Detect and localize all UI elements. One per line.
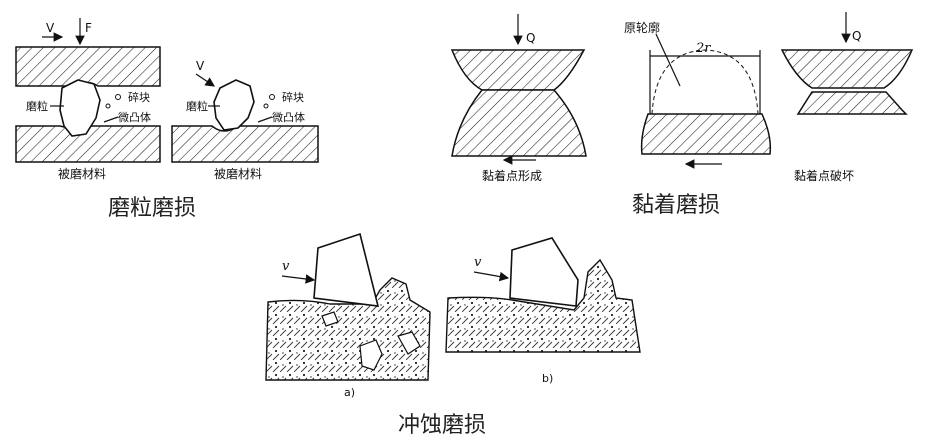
abrasive-step-2: V 磨粒 碎块 微凸体: [171, 59, 319, 163]
sheared-asperity: [640, 113, 772, 155]
abrasive-step-1: V F 磨粒 碎块 微凸体: [15, 18, 161, 163]
abrasive-wear-panel: V F 磨粒 碎块 微凸体 V 磨粒 碎块 微凸体 被磨材料 被磨材料 磨粒磨损: [15, 18, 319, 221]
upper-asperity: [780, 49, 914, 89]
label-f: F: [85, 21, 92, 35]
erosion-case-b: v b): [445, 237, 641, 385]
label-q: Q: [526, 31, 535, 45]
label-q: Q: [852, 29, 861, 43]
erosion-case-a: v a): [265, 232, 431, 399]
debris-circle: [115, 94, 121, 100]
caption-erosion: 冲蚀磨损: [398, 413, 486, 438]
caption-abrasive: 磨粒磨损: [108, 196, 196, 221]
erosive-wear-panel: v a) v b) 冲蚀磨损: [265, 232, 641, 438]
debris-circle: [105, 103, 111, 109]
adhesive-formation: Q 黏着点形成: [450, 14, 587, 183]
label-material: 被磨材料: [58, 167, 106, 181]
label-formation: 黏着点形成: [482, 168, 542, 183]
ejected-fragment: [397, 331, 421, 355]
lower-body: [171, 125, 319, 163]
label-asperity: 微凸体: [118, 110, 151, 124]
caption-adhesive: 黏着磨损: [632, 193, 720, 218]
label-failure: 黏着点破坏: [794, 168, 854, 183]
asperity-leader: [103, 116, 119, 123]
debris-circle: [269, 94, 275, 100]
label-b: b): [542, 372, 553, 385]
plastically-deformed-substrate: [445, 258, 641, 353]
adhesive-wear-panel: Q 黏着点形成 2r 原轮廓 Q 黏着点破坏 黏着磨损: [450, 12, 914, 218]
label-a: a): [344, 386, 355, 399]
adhesive-failure: Q 黏着点破坏: [780, 12, 914, 183]
abrasive-grain: [59, 79, 101, 137]
lower-asperity: [451, 89, 587, 157]
upper-asperity: [450, 49, 586, 91]
adhesive-profile: 2r 原轮廓: [624, 20, 772, 169]
label-v: V: [46, 21, 55, 35]
abrasive-grain-moving: [213, 79, 255, 131]
label-v: V: [196, 59, 205, 73]
ejected-fragment: [359, 339, 383, 371]
profile-leader: [655, 33, 681, 87]
ejected-fragment: [321, 311, 339, 327]
upper-body: [15, 46, 161, 87]
erodent-particle: [509, 237, 579, 307]
v-arrow: [281, 274, 316, 284]
label-grain: 磨粒: [26, 99, 48, 113]
label-debris: 碎块: [282, 90, 304, 104]
label-grain: 磨粒: [186, 99, 208, 113]
label-v: v: [474, 255, 482, 270]
label-debris: 碎块: [128, 90, 150, 104]
erodent-particle: [313, 232, 380, 307]
debris-circle: [263, 103, 269, 109]
v-arrow: [195, 73, 215, 87]
transferred-fragment: [796, 91, 908, 115]
label-2r: 2r: [695, 41, 711, 56]
asperity-leader: [257, 116, 273, 123]
label-profile: 原轮廓: [624, 20, 660, 35]
original-profile-arc: [651, 49, 759, 115]
label-material: 被磨材料: [214, 167, 262, 181]
label-asperity: 微凸体: [272, 110, 305, 124]
label-v: v: [282, 259, 290, 274]
v-arrow: [473, 271, 510, 282]
eroded-substrate: [265, 277, 431, 381]
